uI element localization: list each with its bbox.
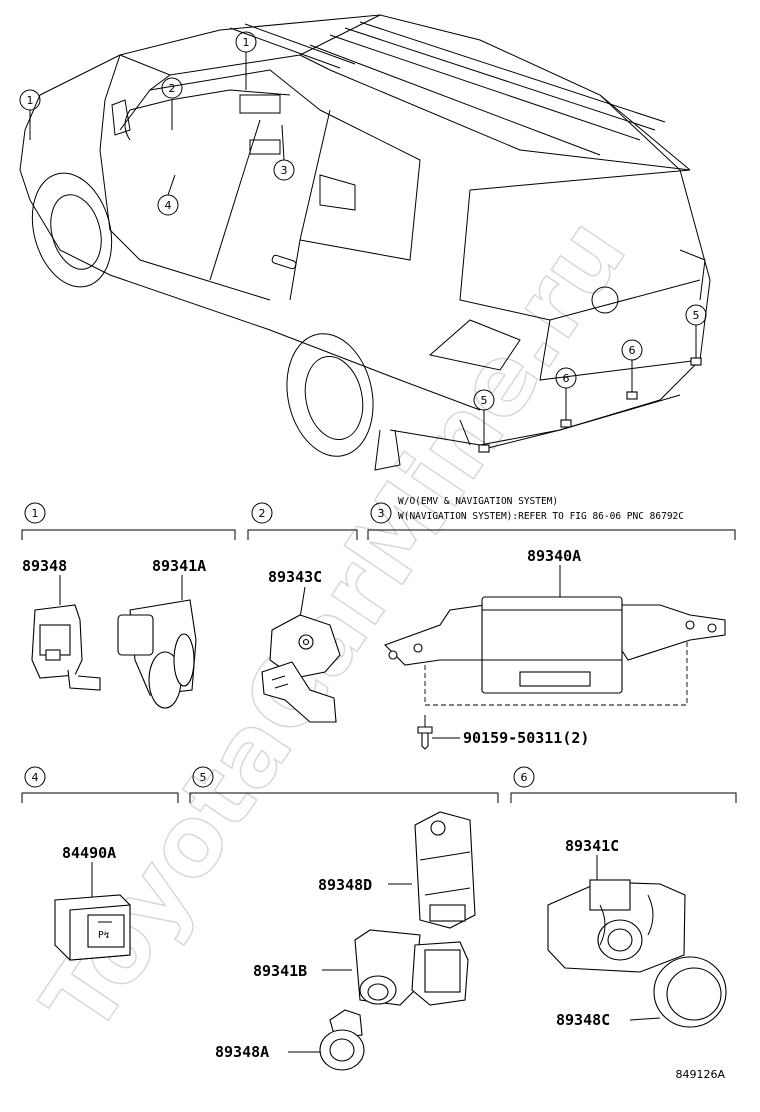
vehicle-callout-3: 3 — [273, 159, 295, 181]
part-label-89340A: 89340A — [527, 547, 581, 565]
part-89341C-drawing — [547, 879, 686, 973]
vehicle-callout-6b: 6 — [621, 339, 643, 361]
part-89343C-drawing — [261, 614, 341, 723]
part-84490A-drawing: P↯ — [54, 894, 131, 961]
svg-text:1: 1 — [32, 507, 39, 520]
part-89348C-drawing — [653, 956, 727, 1028]
part-90159-50311-drawing — [417, 715, 433, 750]
part-label-90159-50311: 90159-50311(2) — [463, 729, 589, 747]
svg-text:4: 4 — [165, 199, 172, 212]
part-89341A-drawing — [117, 599, 197, 709]
part-89340A-drawing — [384, 596, 726, 694]
mounting-guide — [424, 640, 688, 706]
vehicle-illustration — [19, 14, 711, 471]
part-label-89341C: 89341C — [565, 837, 619, 855]
vehicle-callout-1a: 1 — [235, 31, 257, 53]
figure-id: 849126A — [675, 1068, 725, 1081]
svg-text:3: 3 — [378, 507, 385, 520]
part-label-89348: 89348 — [22, 557, 67, 575]
part-89341B-drawing — [354, 929, 469, 1006]
svg-text:2: 2 — [259, 507, 266, 520]
svg-text:5: 5 — [481, 394, 488, 407]
part-label-84490A: 84490A — [62, 844, 116, 862]
vehicle-callout-6a: 6 — [555, 367, 577, 389]
section-2-header: 2 — [247, 502, 358, 540]
section-6-header: 6 — [510, 766, 737, 803]
svg-text:6: 6 — [521, 771, 528, 784]
svg-text:1: 1 — [243, 36, 250, 49]
svg-text:6: 6 — [629, 344, 636, 357]
vehicle-callout-5a: 5 — [473, 389, 495, 411]
section-3-header: 3 W/O(EMV & NAVIGATION SYSTEM) W(NAVIGAT… — [367, 496, 736, 540]
svg-text:4: 4 — [32, 771, 39, 784]
section-3-note-2: W(NAVIGATION SYSTEM):REFER TO FIG 86-06 … — [398, 511, 684, 522]
part-89348A-drawing — [319, 1009, 365, 1071]
part-label-89341A: 89341A — [152, 557, 206, 575]
svg-text:5: 5 — [200, 771, 207, 784]
vehicle-callout-1b: 1 — [19, 89, 41, 111]
part-89348D-drawing — [414, 811, 476, 929]
svg-text:6: 6 — [563, 372, 570, 385]
part-label-89348A: 89348A — [215, 1043, 269, 1061]
switch-icon-text: P↯ — [98, 930, 110, 941]
section-1-header: 1 — [21, 502, 236, 540]
svg-text:3: 3 — [281, 164, 288, 177]
vehicle-callout-4: 4 — [157, 194, 179, 216]
part-label-89348C: 89348C — [556, 1011, 610, 1029]
section-4-header: 4 — [21, 766, 179, 803]
section-5-header: 5 — [189, 766, 499, 803]
svg-text:1: 1 — [27, 94, 34, 107]
part-label-89343C: 89343C — [268, 568, 322, 586]
part-89348-drawing — [31, 604, 101, 691]
svg-text:2: 2 — [169, 82, 176, 95]
vehicle-callout-5b: 5 — [685, 304, 707, 326]
part-label-89341B: 89341B — [253, 962, 307, 980]
section-3-note-1: W/O(EMV & NAVIGATION SYSTEM) — [398, 496, 558, 507]
svg-text:5: 5 — [693, 309, 700, 322]
vehicle-callout-2: 2 — [161, 77, 183, 99]
part-label-89348D: 89348D — [318, 876, 372, 894]
